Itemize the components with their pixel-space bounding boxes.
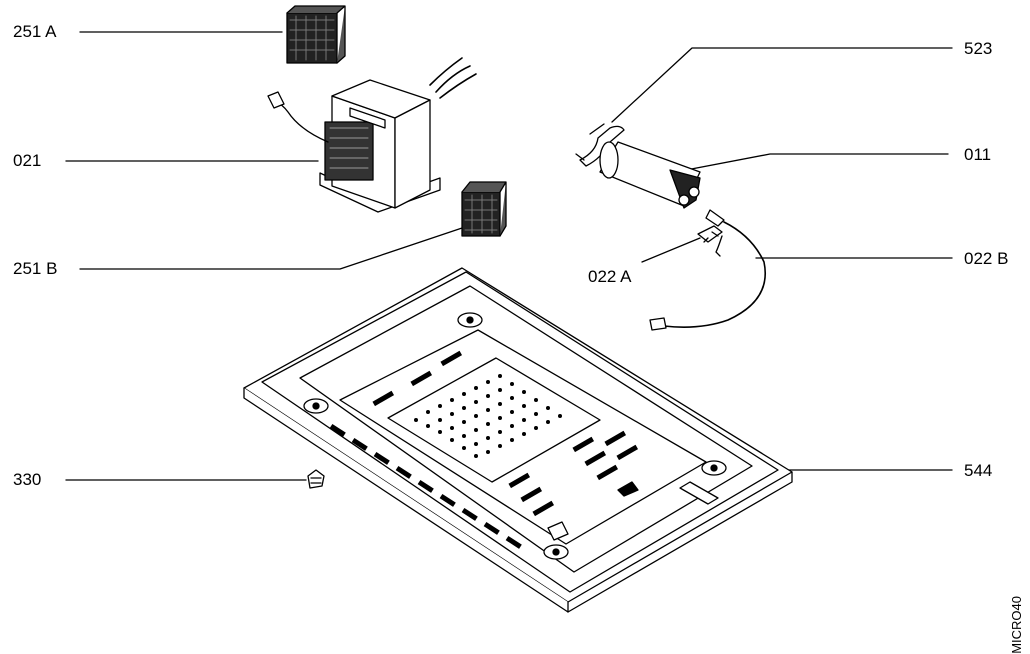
leader-lines — [65, 31, 953, 481]
label-523: 523 — [964, 39, 993, 58]
side-slots — [372, 350, 639, 517]
label-544: 544 — [964, 461, 993, 480]
drawing-code: MICRO40 — [1009, 596, 1024, 654]
screw-330 — [307, 469, 325, 489]
leader-022a — [641, 237, 701, 263]
clamp-523 — [575, 123, 625, 167]
exploded-parts-diagram: 251 A 021 251 B 330 523 011 022 A 022 B … — [13, 5, 1024, 654]
label-011: 011 — [964, 145, 992, 164]
label-251a: 251 A — [13, 22, 57, 41]
diode-022a — [697, 225, 723, 243]
base-plate-544 — [243, 267, 793, 613]
leader-251b — [79, 225, 469, 270]
label-022b: 022 B — [964, 249, 1009, 268]
leader-011 — [659, 153, 949, 176]
capacitor-011 — [599, 141, 701, 209]
ferrite-block-251b — [461, 181, 507, 237]
label-330: 330 — [13, 470, 42, 489]
label-022a: 022 A — [588, 267, 632, 286]
label-021: 021 — [13, 151, 42, 170]
front-slots — [329, 423, 522, 549]
transformer-021 — [267, 57, 477, 213]
leader-523 — [611, 47, 953, 123]
ferrite-block-251a — [286, 5, 346, 64]
vent-grid — [414, 374, 562, 458]
diagram-canvas — [65, 5, 953, 613]
wire-022b — [649, 209, 766, 331]
label-251b: 251 B — [13, 259, 58, 278]
mounting-feet — [303, 312, 727, 560]
